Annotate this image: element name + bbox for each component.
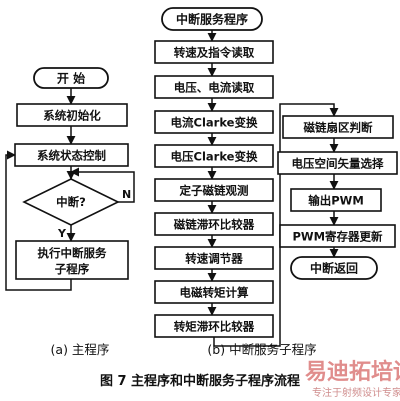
watermark-brand: 易迪拓培训 <box>305 359 400 385</box>
figure-caption: 图 7 主程序和中断服务子程序流程 <box>100 373 300 389</box>
isr-step-11-label: 电压空间矢量选择 <box>292 157 384 171</box>
isr-step-3-box <box>154 110 274 134</box>
isr-step-1-label: 转速及指令读取 <box>174 46 255 60</box>
main-program: 开 始 系统初始化 系统状态控制 中断? N Y 执行中断服务 子程序 (a) … <box>5 67 135 357</box>
isr-step-7-box <box>154 246 274 270</box>
isr-step-6-label: 磁链滞环比较器 <box>174 218 255 232</box>
isr-step-3-label: 电流Clarke变换 <box>171 116 258 130</box>
isr-step-8-box <box>154 280 274 304</box>
isr-step-1-box <box>154 40 274 64</box>
isr-step-5-label: 定子磁链观测 <box>180 184 249 198</box>
main-execute-label-1: 执行中断服务 <box>38 246 107 260</box>
isr-step-13-label: PWM寄存器更新 <box>292 230 383 244</box>
main-execute-box <box>15 240 129 280</box>
main-yes-label: Y <box>57 227 67 240</box>
isr-step-10-box <box>282 115 394 139</box>
isr-step-6-box <box>154 212 274 236</box>
main-init-label: 系统初始化 <box>43 109 101 123</box>
isr-step-9-label: 转矩滞环比较器 <box>174 320 255 334</box>
watermark-sub: 专注于射频设计专家 <box>312 386 400 399</box>
isr-caption: (b) 中断服务子程序 <box>207 342 316 357</box>
isr-step-10-label: 磁链扇区判断 <box>304 121 373 135</box>
isr-step-12-label: 输出PWM <box>308 194 364 208</box>
watermark-logo: 易迪拓培训 专注于射频设计专家 <box>305 359 400 399</box>
isr-step-4-label: 电压Clarke变换 <box>171 150 258 164</box>
isr-step-13-box <box>279 224 396 248</box>
isr-end-terminal <box>290 256 378 280</box>
isr-step-7-label: 转速调节器 <box>185 252 243 266</box>
isr-step-2-label: 电压、电流读取 <box>174 81 255 95</box>
isr-step-2-box <box>154 75 274 99</box>
main-start-label: 开 始 <box>57 71 85 86</box>
main-init-box <box>16 103 128 127</box>
isr-end-label: 中断返回 <box>310 261 358 276</box>
isr-title-label: 中断服务程序 <box>176 12 248 27</box>
isr-step-11-box <box>277 151 398 175</box>
main-decision-label: 中断? <box>56 195 86 209</box>
main-status-label: 系统状态控制 <box>37 149 106 163</box>
main-execute-label-2: 子程序 <box>55 262 90 276</box>
main-caption: (a) 主程序 <box>51 342 110 357</box>
isr-program: 中断服务程序 转速及指令读取 电压、电流读取 电流Clarke变换 电压Clar… <box>154 7 398 357</box>
isr-step-5-box <box>154 178 274 202</box>
main-no-label: N <box>122 188 131 201</box>
isr-step-4-box <box>154 144 274 168</box>
isr-step-12-box <box>290 188 382 212</box>
isr-step-8-label: 电磁转矩计算 <box>180 286 249 300</box>
